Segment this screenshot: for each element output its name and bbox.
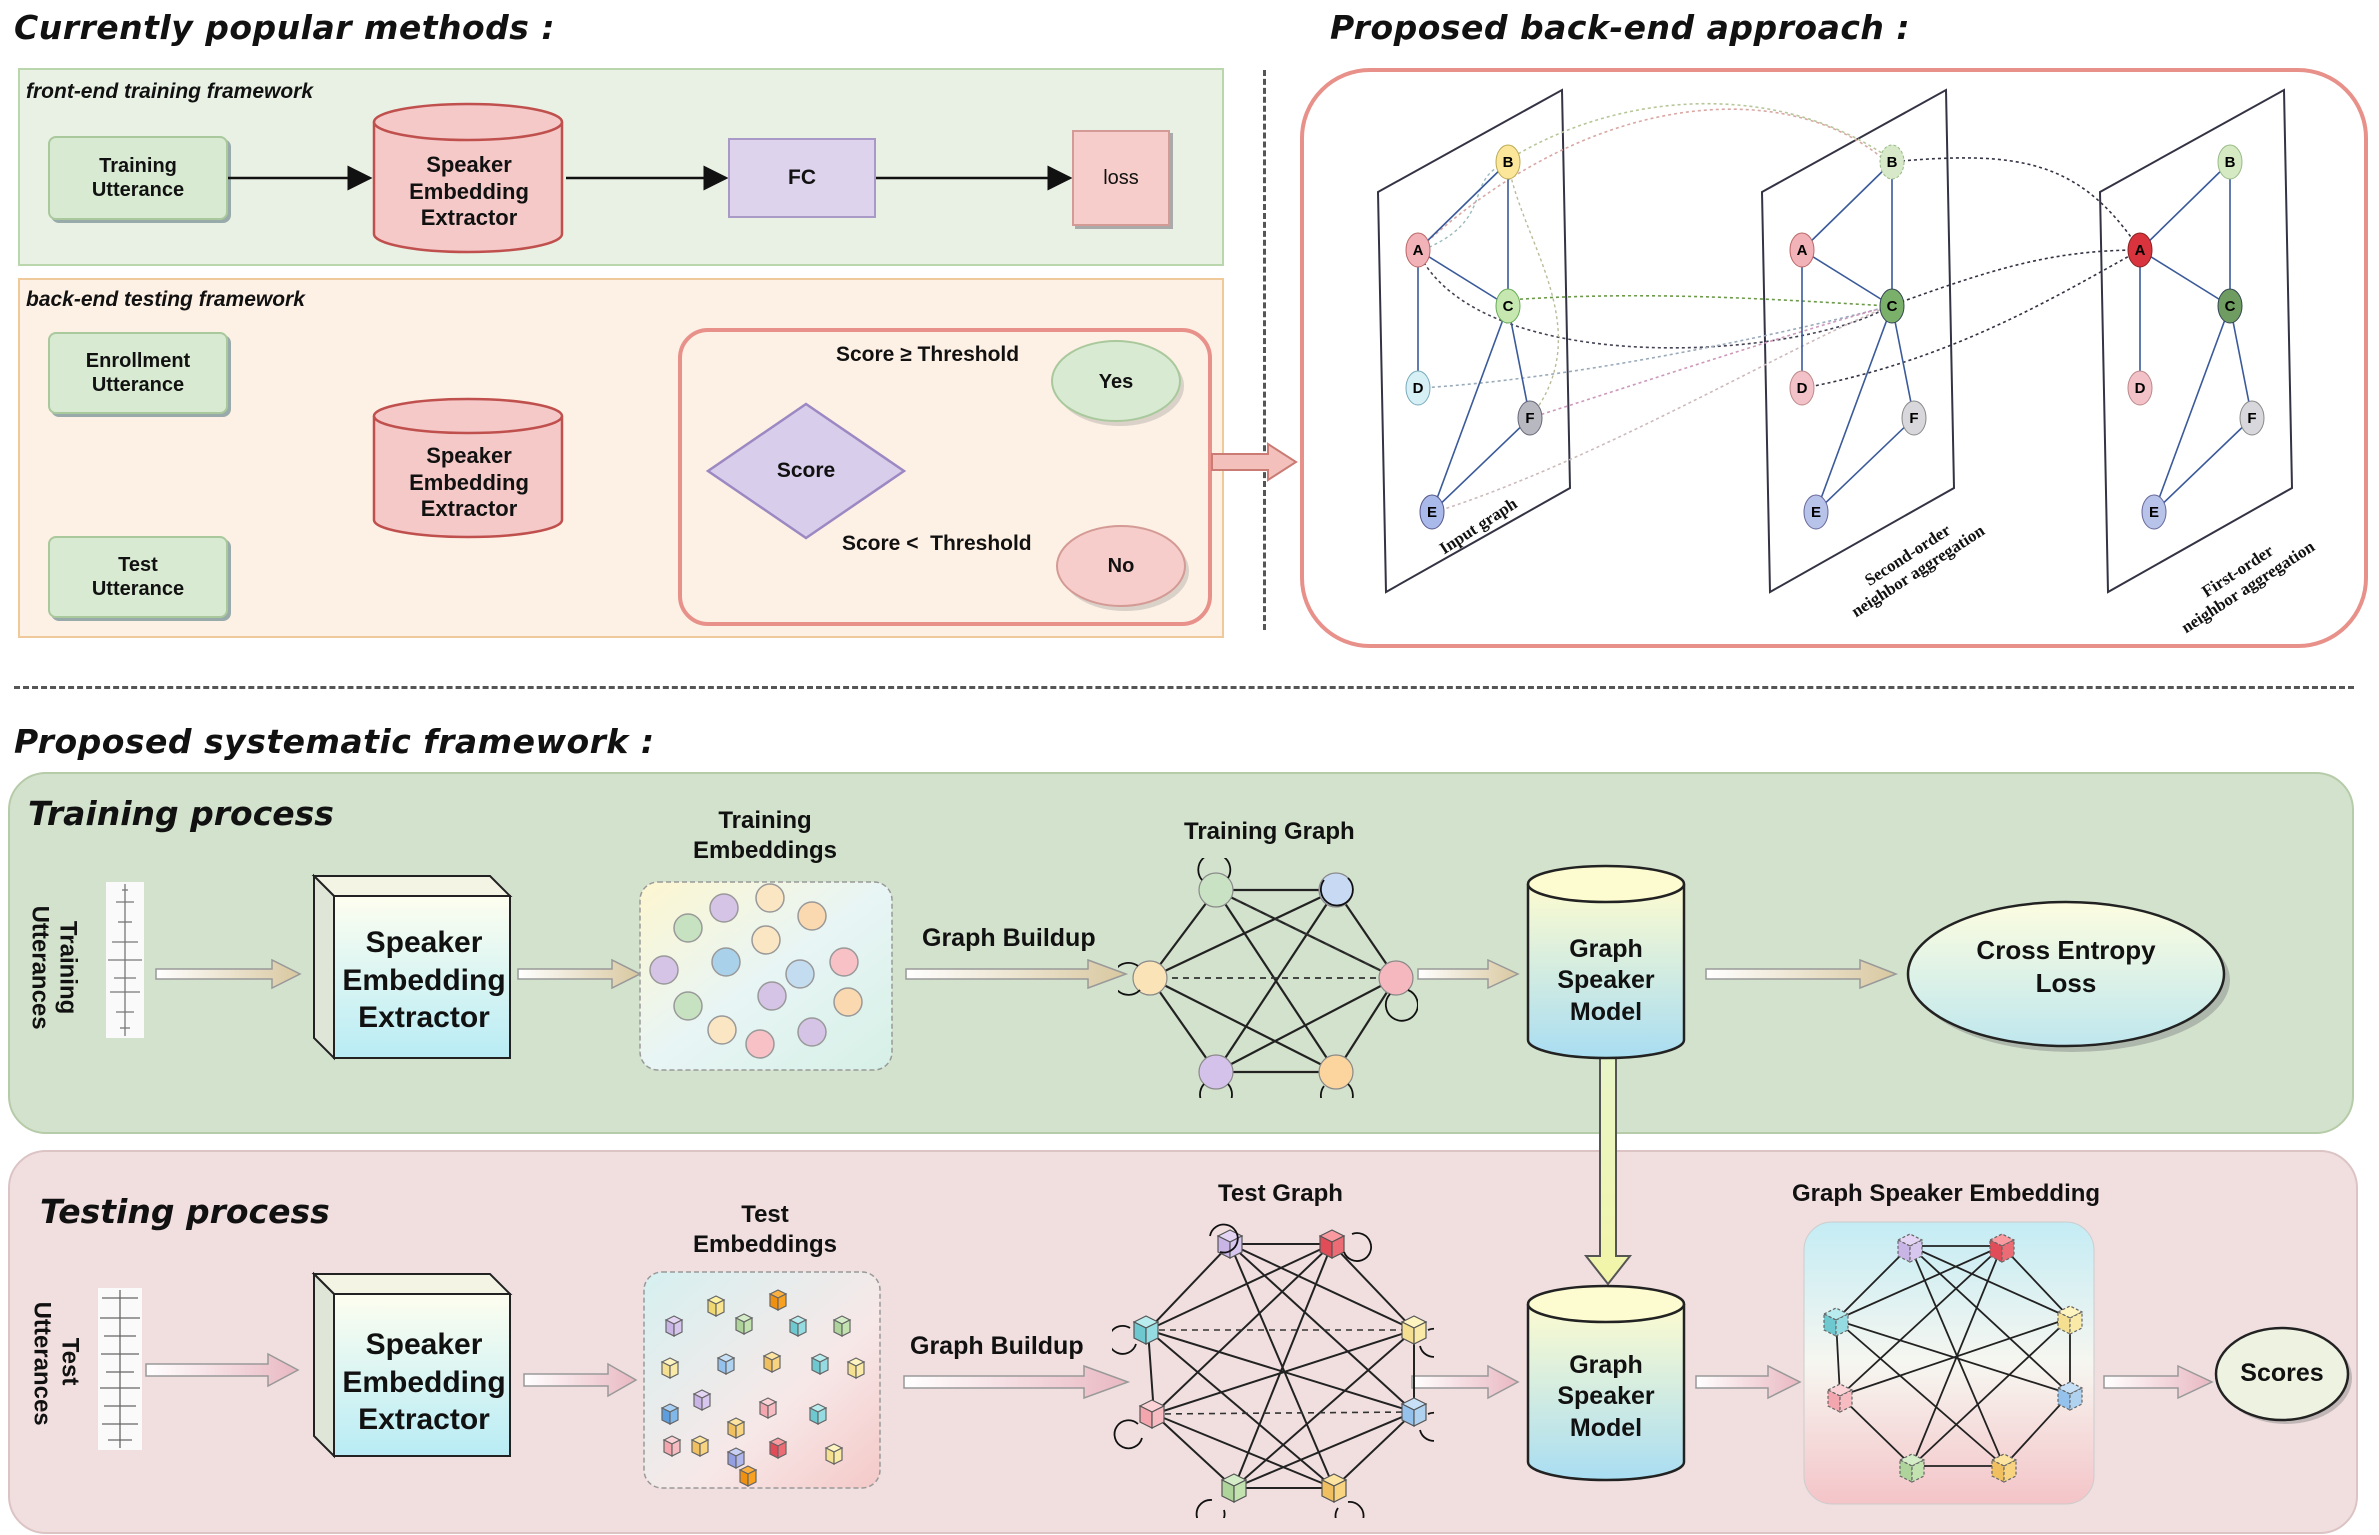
horizontal-divider <box>14 686 2354 689</box>
test-embeddings-box <box>643 1271 881 1489</box>
svg-text:F: F <box>1525 410 1534 427</box>
test-graph-title: Test Graph <box>1218 1180 1343 1207</box>
test-graph <box>1112 1223 1434 1518</box>
svg-text:E: E <box>1811 504 1821 521</box>
no-label: No <box>1107 555 1135 577</box>
svg-text:C: C <box>1503 298 1514 315</box>
svg-text:F: F <box>2247 410 2256 427</box>
test-extractor-label: Speaker Embedding Extractor <box>342 1328 506 1436</box>
first-node-b: B <box>2217 144 2243 180</box>
scores-label: Scores <box>2240 1359 2324 1387</box>
svg-text:E: E <box>2149 504 2159 521</box>
test-model-label: Graph Speaker Model <box>1557 1351 1655 1442</box>
second-order-plane <box>1760 88 1956 594</box>
test-embeddings-title: Test Embeddings <box>692 1201 837 1258</box>
input-graph-plane <box>1376 88 1572 594</box>
vertical-divider <box>1263 70 1266 630</box>
right-section-title: Proposed back-end approach : <box>1330 8 1911 47</box>
training-extractor-label: Speaker Embedding Extractor <box>342 926 506 1034</box>
second-node-d: D <box>1789 370 1815 406</box>
cross-entropy-ellipse <box>1906 900 2230 1052</box>
input-node-b: B <box>1495 144 1521 180</box>
svg-text:B: B <box>2225 154 2236 171</box>
back-extractor-cylinder <box>372 397 564 539</box>
second-node-e: E <box>1803 494 1829 530</box>
front-extractor-label: Speaker Embedding Extractor <box>409 152 529 231</box>
svg-text:D: D <box>2135 380 2146 397</box>
training-model-cylinder <box>1526 864 1686 1060</box>
training-graph-title: Training Graph <box>1184 818 1355 845</box>
to-graph-arrow <box>1211 442 1298 482</box>
fc-box: FC <box>728 138 876 218</box>
no-ellipse <box>1056 525 1189 611</box>
input-node-e: E <box>1419 494 1445 530</box>
first-node-a: A <box>2127 232 2153 268</box>
front-extractor-cylinder <box>372 102 564 254</box>
loss-box: loss <box>1072 130 1170 226</box>
test-utterance-box: Test Utterance <box>48 536 228 618</box>
svg-text:C: C <box>1887 298 1898 315</box>
second-node-b: B <box>1879 144 1905 180</box>
svg-text:B: B <box>1503 154 1514 171</box>
cond-no-label: Score < Threshold <box>842 532 1032 555</box>
back-end-label: back-end testing framework <box>26 288 305 311</box>
first-node-f: F <box>2239 400 2265 436</box>
input-node-f: F <box>1517 400 1543 436</box>
scores-ellipse <box>2214 1326 2352 1424</box>
training-process-label: Training process <box>28 794 334 833</box>
gse-box <box>1803 1221 2095 1505</box>
training-embeddings-box <box>639 881 893 1071</box>
training-model-label: Graph Speaker Model <box>1557 935 1655 1026</box>
first-node-c: C <box>2217 288 2243 324</box>
input-node-a: A <box>1405 232 1431 268</box>
second-node-f: F <box>1901 400 1927 436</box>
svg-text:C: C <box>2225 298 2236 315</box>
second-node-a: A <box>1789 232 1815 268</box>
test-waveform-icon <box>98 1288 142 1450</box>
svg-text:E: E <box>1427 504 1437 521</box>
yes-label: Yes <box>1098 371 1134 393</box>
training-waveform-icon <box>106 882 144 1038</box>
enrollment-utterance-box: Enrollment Utterance <box>48 332 228 414</box>
score-label: Score <box>776 459 836 483</box>
svg-text:B: B <box>1887 154 1898 171</box>
training-graph <box>1118 858 1418 1098</box>
gse-title: Graph Speaker Embedding <box>1792 1180 2101 1207</box>
input-node-d: D <box>1405 370 1431 406</box>
second-node-c: C <box>1879 288 1905 324</box>
training-extractor-cube <box>311 873 513 1061</box>
front-end-label: front-end training framework <box>26 80 314 103</box>
first-node-d: D <box>2127 370 2153 406</box>
svg-text:F: F <box>1909 410 1918 427</box>
score-diamond <box>705 402 907 540</box>
svg-text:D: D <box>1413 380 1424 397</box>
svg-text:A: A <box>1413 242 1424 259</box>
test-model-cylinder <box>1526 1284 1686 1482</box>
training-graph-buildup-label: Graph Buildup <box>922 924 1096 952</box>
training-utterance-box: Training Utterance <box>48 136 228 220</box>
decision-panel <box>678 328 1212 626</box>
first-node-e: E <box>2141 494 2167 530</box>
graph-approach-panel <box>1300 68 2368 648</box>
test-graph-buildup-label: Graph Buildup <box>910 1332 1084 1360</box>
first-order-plane <box>2098 88 2294 594</box>
back-extractor-label: Speaker Embedding Extractor <box>409 443 529 522</box>
svg-text:A: A <box>2135 242 2146 259</box>
cross-entropy-label: Cross Entropy Loss <box>1976 935 2156 998</box>
test-extractor-cube <box>311 1271 513 1459</box>
training-embeddings-title: Training Embeddings <box>692 807 837 864</box>
svg-text:D: D <box>1797 380 1808 397</box>
input-node-c: C <box>1495 288 1521 324</box>
yes-ellipse <box>1051 340 1184 426</box>
svg-text:A: A <box>1797 242 1808 259</box>
cond-yes-label: Score ≥ Threshold <box>836 343 1020 366</box>
testing-process-label: Testing process <box>40 1192 330 1231</box>
left-section-title: Currently popular methods : <box>14 8 556 47</box>
framework-title: Proposed systematic framework : <box>14 722 655 761</box>
